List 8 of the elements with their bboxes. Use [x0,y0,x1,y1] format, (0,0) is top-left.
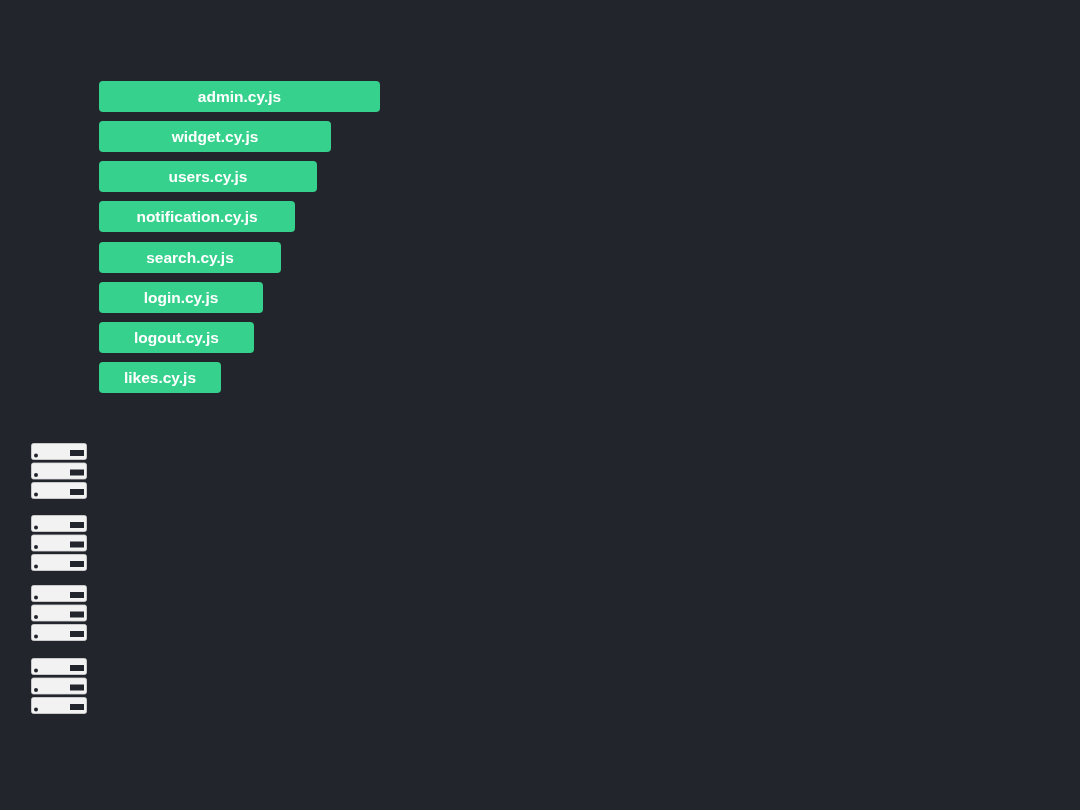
spec-file-bar: login.cy.js [99,282,263,313]
spec-file-bar: widget.cy.js [99,121,331,152]
spec-file-bar: admin.cy.js [99,81,380,112]
spec-file-bar: notification.cy.js [99,201,295,232]
spec-file-bar: logout.cy.js [99,322,254,353]
spec-file-bar: likes.cy.js [99,362,221,393]
spec-file-bar: search.cy.js [99,242,281,273]
spec-file-bar: users.cy.js [99,161,317,192]
